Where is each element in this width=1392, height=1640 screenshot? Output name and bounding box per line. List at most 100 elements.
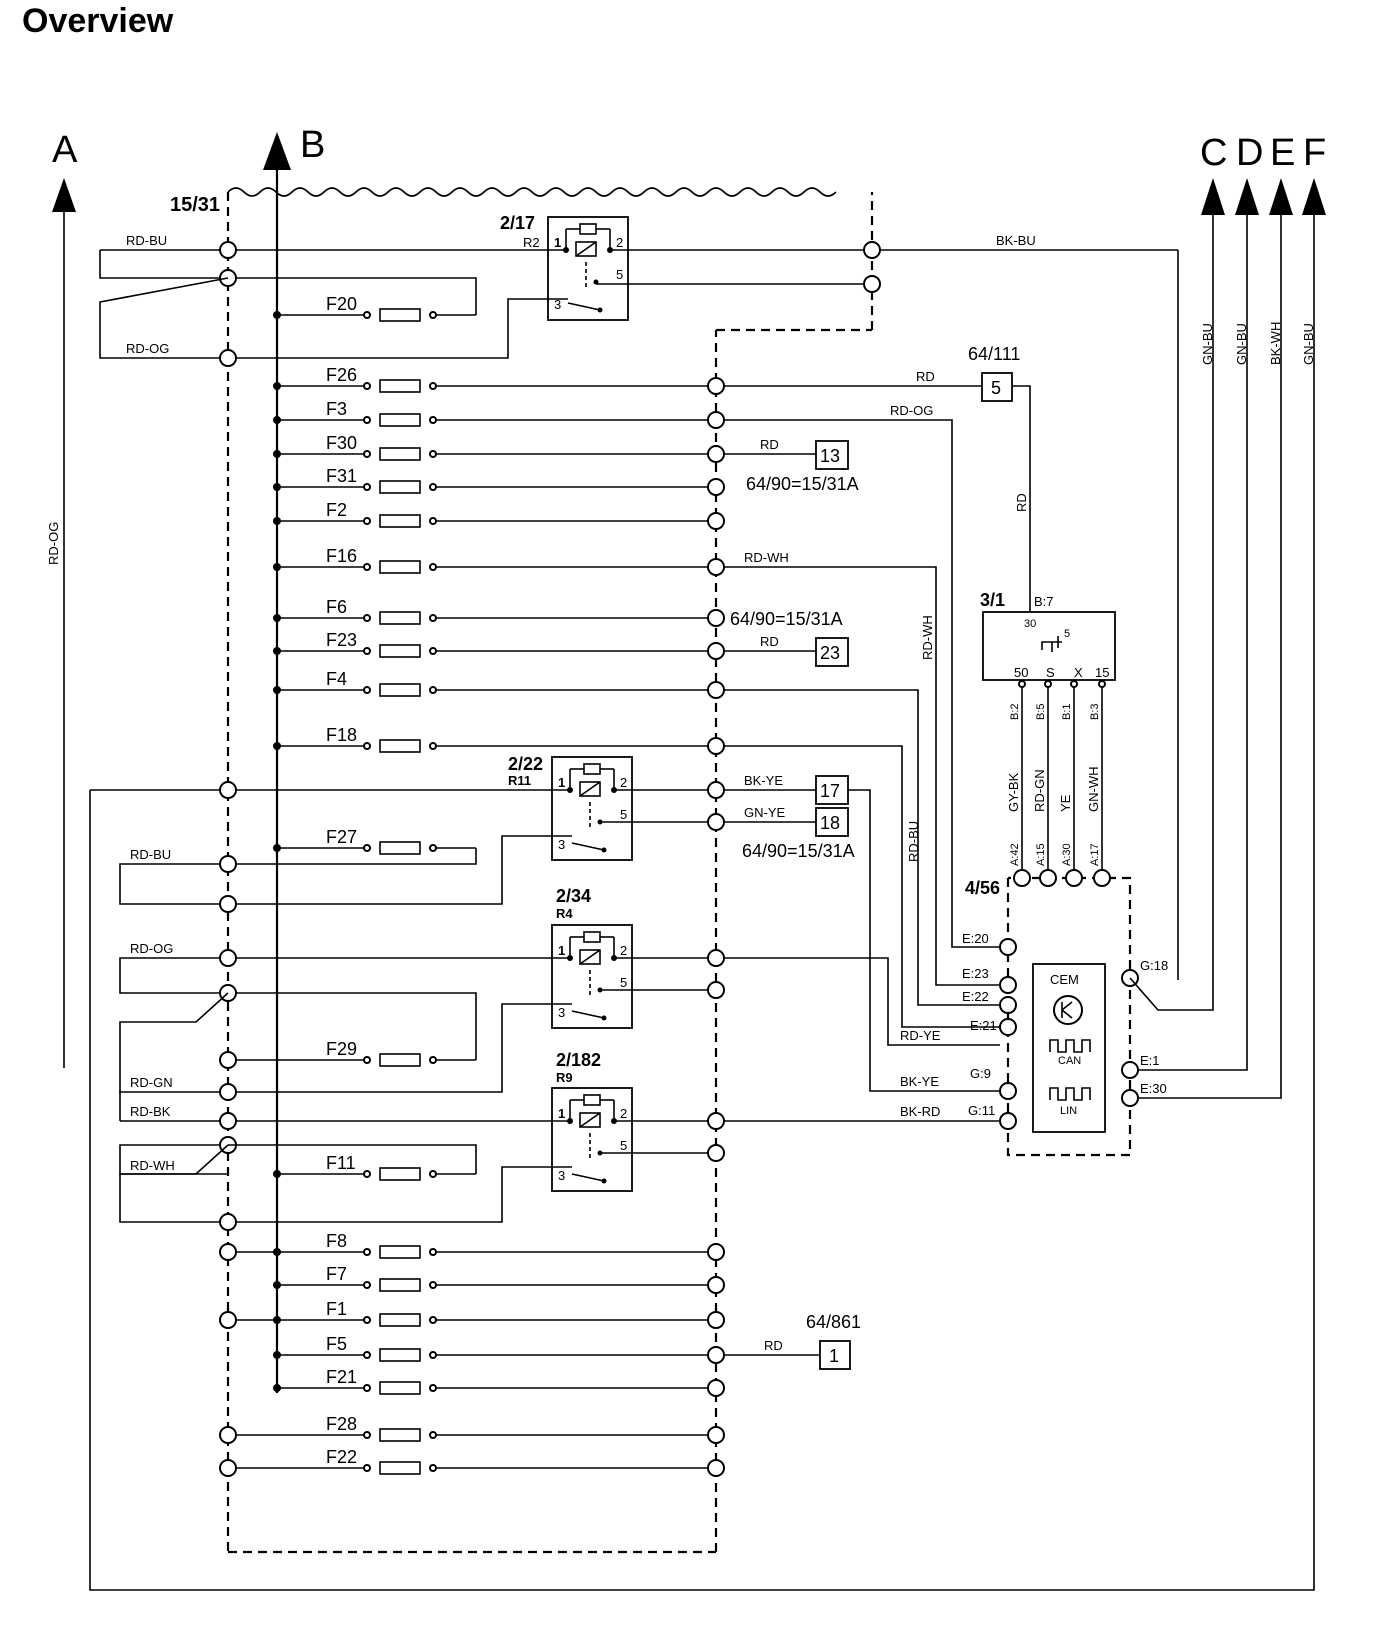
- connector-23-pin: 23: [820, 643, 840, 663]
- ignition-switch-pin-s: S: [1046, 665, 1055, 680]
- relay-2-22-sub: R11: [508, 773, 531, 788]
- fuse-f30: F30: [273, 433, 725, 463]
- connector-13-ref: 64/90=15/31A: [746, 474, 859, 494]
- cem-right-pin-g18: G:18: [1140, 958, 1168, 973]
- ignition-switch-pin-b7: B:7: [1034, 594, 1054, 609]
- wire-bk-ye-g9: BK-YE: [848, 789, 1000, 1092]
- relay-2-17-pin3: 3: [554, 297, 561, 312]
- cem-left-pin-e23: E:23: [962, 966, 989, 981]
- fuse-f21: F21: [273, 1367, 725, 1397]
- wire-label-rd-wh-f16: RD-WH: [744, 550, 789, 565]
- fuse-f3: F3: [273, 399, 725, 429]
- ignition-switch-pin-15: 15: [1095, 665, 1109, 680]
- wire-label-rd-og-left: RD-OG: [46, 522, 61, 565]
- wire-label-gn-bu-f: GN-BU: [1301, 323, 1316, 365]
- fuse-f3-label: F3: [326, 399, 347, 419]
- cem-top-pin-a15: A:15: [1035, 843, 1047, 866]
- fuse-f16: F16: [273, 546, 725, 576]
- wire-label-rd-gn-v: RD-GN: [1032, 769, 1047, 812]
- fuse-f6: F6: [273, 597, 725, 627]
- fuse-rows: F20 F26 F3 F30: [219, 294, 725, 1477]
- fuse-f1-label: F1: [326, 1299, 347, 1319]
- wire-label-bk-rd: BK-RD: [900, 1104, 940, 1119]
- wire-label-bk-ye-17: BK-YE: [744, 773, 783, 788]
- wire-label-rd-bk: RD-BK: [130, 1104, 171, 1119]
- ignition-switch-code-b3: B:3: [1089, 703, 1101, 720]
- fuse-f7-label: F7: [326, 1264, 347, 1284]
- fuse-f23-label: F23: [326, 630, 357, 650]
- wire-label-rd-f23: RD: [760, 634, 779, 649]
- connector-64-861-pin: 1: [829, 1346, 839, 1366]
- ignition-switch-code-b2: B:2: [1009, 703, 1021, 720]
- fuse-f31: F31: [273, 466, 725, 496]
- fuse-f30-label: F30: [326, 433, 357, 453]
- fuse-f4: F4: [273, 669, 725, 699]
- arrow-a: A: [52, 129, 78, 1068]
- fuse-f2-label: F2: [326, 500, 347, 520]
- fuse-f18: F18: [273, 725, 725, 755]
- arrow-e-label: E: [1270, 132, 1295, 174]
- ignition-switch: 3/1 B:7 30 5 50 S X 15 B:2 B:5 B:1 B:3 G…: [980, 590, 1116, 870]
- relay-2-182-label: 2/182: [556, 1050, 601, 1070]
- relay-2-34: 2/34 R4 1 2 5 3 RD-OG RD-YE RD-GN: [119, 886, 1000, 1101]
- ignition-switch-label: 3/1: [980, 590, 1005, 610]
- relay-2-17-label: 2/17: [500, 213, 535, 233]
- fuse-f28: F28: [219, 1414, 725, 1444]
- arrow-b: B: [263, 124, 325, 170]
- wire-label-rd-og-top: RD-OG: [126, 341, 169, 356]
- connector-f6-ref: 64/90=15/31A: [730, 609, 843, 629]
- cem-left-pin-g11: G:11: [968, 1103, 995, 1118]
- wires-right: RD 5 64/111 RD RD-OG RD 13 64/90=15/31A …: [724, 344, 1031, 1028]
- wire-label-gn-bu-c: GN-BU: [1200, 323, 1215, 365]
- ignition-switch-code-b1: B:1: [1061, 703, 1073, 720]
- fuse-f18-label: F18: [326, 725, 357, 745]
- relay-2-34-pin5: 5: [620, 975, 627, 990]
- wire-label-rd-861: RD: [764, 1338, 783, 1353]
- fuse-f20: F20: [273, 294, 476, 322]
- cem-top-pin-a17: A:17: [1089, 843, 1101, 866]
- connector-17-pin: 17: [820, 781, 840, 801]
- fuse-f22: F22: [219, 1447, 725, 1477]
- relay-2-34-pin2: 2: [620, 943, 627, 958]
- wires-cem-right: [1129, 215, 1282, 1099]
- wire-label-rd-ye: RD-YE: [900, 1028, 941, 1043]
- fuse-f11: F11: [273, 1153, 476, 1181]
- arrow-b-label: B: [300, 124, 325, 166]
- wire-label-rd-bu-mid: RD-BU: [130, 847, 171, 862]
- relay-2-22-pin1: 1: [558, 775, 565, 790]
- wire-label-rd-og-f3: RD-OG: [890, 403, 933, 418]
- fuse-f11-label: F11: [326, 1153, 356, 1173]
- fuse-f22-label: F22: [326, 1447, 357, 1467]
- cem-left-pin-e22: E:22: [962, 989, 989, 1004]
- wire-label-gn-bu-d: GN-BU: [1234, 323, 1249, 365]
- wire-label-rd-bu-vertical: RD-BU: [906, 821, 921, 862]
- connector-64-861-ref: 64/861: [806, 1312, 861, 1332]
- fuse-f31-label: F31: [326, 466, 357, 486]
- cem-transistor-icon: [1053, 995, 1083, 1025]
- relay-2-17-pin2: 2: [616, 235, 623, 250]
- relay-2-182-pin1: 1: [558, 1106, 565, 1121]
- arrow-d-label: D: [1236, 132, 1263, 174]
- wire-label-rd-ign: RD: [1014, 493, 1029, 512]
- cem-can-label: CAN: [1058, 1055, 1081, 1067]
- connector-13-pin: 13: [820, 446, 840, 466]
- relay-2-182-pin3: 3: [558, 1168, 565, 1183]
- cem-left-pin-e21: E:21: [970, 1018, 997, 1033]
- cem-left-pin-e20: E:20: [962, 931, 989, 946]
- wire-label-rd-gn: RD-GN: [130, 1075, 173, 1090]
- wire-label-rd-wh-low: RD-WH: [130, 1158, 175, 1173]
- arrow-a-label: A: [52, 129, 78, 171]
- wire-label-rd-wh-vertical: RD-WH: [920, 615, 935, 660]
- ignition-switch-code-b5: B:5: [1035, 703, 1047, 720]
- connector-64-111-ref: 64/111: [968, 344, 1020, 364]
- connector-18-pin: 18: [820, 813, 840, 833]
- cem-lin-wave-icon: [1049, 1087, 1091, 1101]
- relay-2-17-pin5: 5: [616, 267, 623, 282]
- fuse-f2: F2: [273, 500, 725, 530]
- relay-2-182-pin2: 2: [620, 1106, 627, 1121]
- fuse-f8: F8: [219, 1231, 725, 1261]
- ignition-switch-pin-50: 50: [1014, 665, 1028, 680]
- relay-2-182-pin5: 5: [620, 1138, 627, 1153]
- fuse-f6-label: F6: [326, 597, 347, 617]
- fuse-f26: F26: [273, 365, 725, 395]
